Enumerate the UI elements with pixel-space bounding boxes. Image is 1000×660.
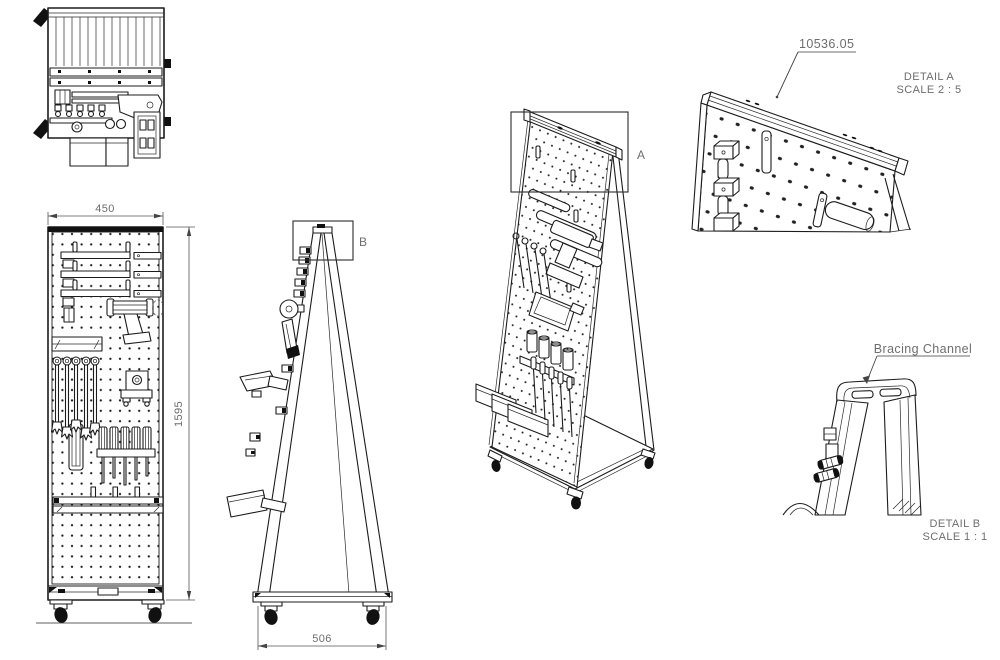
front-casters	[36, 599, 192, 624]
front-width-dimension: 450	[47, 203, 164, 225]
detail-b-section-hatch	[892, 498, 922, 516]
front-bench-tool	[120, 370, 153, 407]
front-drill	[106, 298, 164, 345]
front-base	[48, 585, 163, 596]
detail-b-callout-text: Bracing Channel	[874, 342, 972, 356]
detail-b-bracing-channel	[836, 378, 917, 403]
front-wrench-rack	[50, 336, 103, 441]
detail-a-part-number: 10536.05	[799, 37, 854, 51]
front-bottom-rail	[52, 486, 164, 514]
front-width-dim-text: 450	[95, 203, 115, 215]
detail-a-leg	[884, 173, 912, 233]
front-pegboard	[47, 226, 164, 601]
top-view	[33, 7, 171, 167]
front-height-dimension: 1595	[166, 226, 195, 601]
detail-b-caption: DETAIL B SCALE 1 : 1	[923, 518, 988, 543]
detail-b-scale: SCALE 1 : 1	[923, 531, 988, 543]
side-casters	[260, 601, 385, 625]
detail-a-title: DETAIL A	[904, 71, 955, 83]
side-base-dim-text: 506	[312, 633, 332, 645]
front-tool-rails	[60, 241, 162, 323]
detail-a-hooks	[713, 130, 875, 232]
detail-a-source-box: A	[510, 111, 645, 193]
detail-b-source-box: B	[292, 220, 367, 261]
detail-b-title: DETAIL B	[930, 518, 981, 530]
iso-casters	[487, 448, 656, 510]
detail-a-rail	[706, 91, 909, 176]
iso-top-rail	[523, 108, 623, 161]
detail-a-view: 10536.05 DETAIL A SCALE 2 : 5	[691, 37, 962, 233]
detail-b-leg-fittings	[813, 427, 844, 483]
front-screwdrivers	[96, 426, 156, 486]
detail-a-marker: A	[637, 148, 645, 162]
iso-rear-leg	[611, 147, 655, 456]
front-height-dim-text: 1595	[173, 401, 185, 427]
side-base	[252, 591, 393, 603]
iso-tools	[475, 145, 604, 438]
side-base-dimension: 506	[257, 606, 387, 650]
side-view: B 506	[226, 220, 393, 650]
top-view-bins	[69, 137, 129, 167]
detail-b-view: Bracing Channel DETAIL B SCALE 1 : 1	[782, 342, 988, 543]
detail-a-callout: 10536.05	[775, 37, 856, 99]
front-view: 450	[36, 203, 195, 624]
detail-a-board	[691, 91, 896, 233]
detail-a-caption: DETAIL A SCALE 2 : 5	[897, 71, 962, 96]
detail-b-marker: B	[359, 235, 367, 249]
detail-a-scale: SCALE 2 : 5	[897, 84, 962, 96]
top-view-tools	[49, 89, 163, 159]
detail-b-callout: Bracing Channel	[862, 342, 972, 384]
detail-b-wheel-arc	[782, 502, 820, 516]
isometric-view: A	[475, 108, 656, 510]
